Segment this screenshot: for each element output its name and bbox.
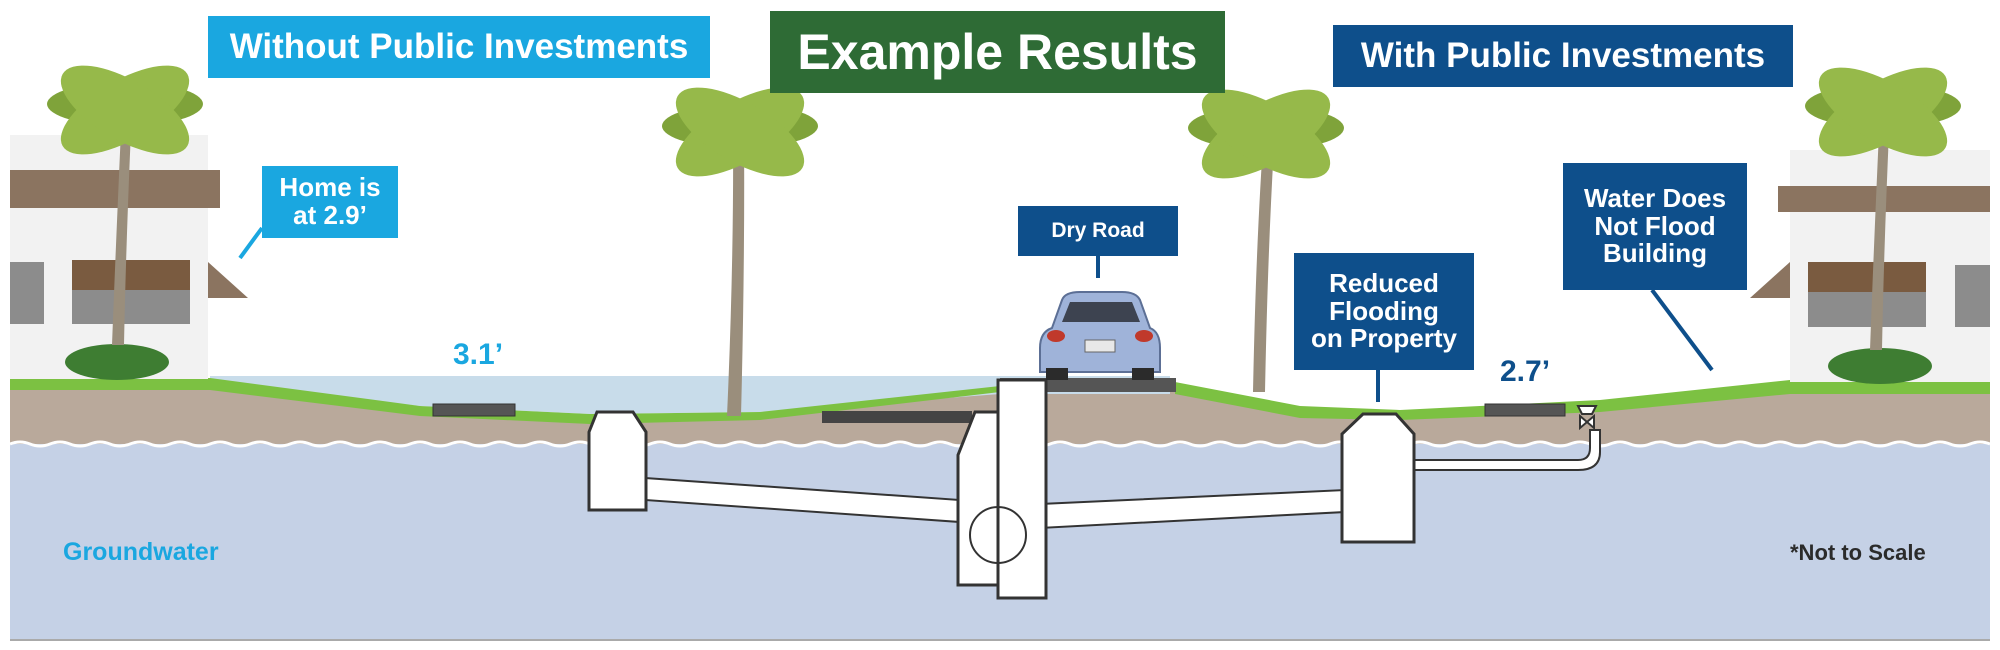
reduced-line1: Reduced — [1329, 267, 1439, 298]
scale-note: *Not to Scale — [1790, 540, 1926, 565]
backflow-valve — [1576, 405, 1598, 431]
reduced-flooding-callout: Reduced Flooding on Property — [1294, 253, 1474, 370]
palm-tree-right — [1805, 67, 1961, 350]
center-inlet-grate — [822, 411, 972, 423]
grass-strip — [10, 378, 1000, 424]
water-callout-leader — [1650, 288, 1714, 372]
left-house-roof — [10, 170, 220, 208]
groundwater-label: Groundwater — [63, 538, 219, 566]
reduced-line2: Flooding — [1329, 295, 1439, 326]
left-shrub — [65, 344, 169, 380]
palm-tree-center-left — [662, 87, 818, 416]
right-house-eave — [1750, 262, 1790, 298]
right-house-window-small — [1955, 265, 1990, 327]
right-inlet-grate — [1484, 403, 1566, 417]
right-shrub — [1828, 348, 1932, 384]
home-callout-line1: Home is — [279, 172, 381, 203]
dry-road-callout: Dry Road — [1018, 206, 1178, 256]
left-inlet-grate — [432, 403, 516, 417]
grass-strip-right — [1175, 380, 1990, 420]
right-house-awning — [1808, 262, 1926, 292]
water-line1: Water Does — [1583, 182, 1727, 213]
car-icon — [1039, 291, 1161, 380]
left-house-eave — [208, 262, 248, 298]
pump-station-right — [996, 378, 1048, 600]
with-investments-label: With Public Investments — [1333, 25, 1793, 87]
right-water-depth-label: 2.7’ — [1500, 355, 1551, 388]
home-callout-line2: at 2.9’ — [293, 200, 367, 230]
overflow-pipe — [1407, 429, 1601, 471]
left-house-awning — [72, 260, 190, 290]
reduced-line3: on Property — [1311, 323, 1457, 354]
pump-station-left — [956, 410, 1002, 587]
home-callout-leader — [238, 226, 264, 260]
page-title: Example Results — [770, 11, 1225, 93]
water-not-flood-callout: Water Does Not Flood Building — [1563, 163, 1747, 290]
water-line2: Not Flood — [1594, 210, 1716, 241]
left-catch-basin — [587, 410, 648, 512]
without-investments-label: Without Public Investments — [208, 16, 710, 78]
pump-icon — [969, 506, 1027, 564]
palm-tree-center-right — [1188, 89, 1344, 392]
palm-tree-left — [47, 65, 203, 345]
left-house-window-small — [10, 262, 44, 324]
right-catch-basin — [1340, 412, 1416, 544]
home-elevation-callout: Home is at 2.9’ — [262, 166, 398, 238]
water-line3: Building — [1603, 238, 1707, 269]
dry-road-text: Dry Road — [1051, 218, 1145, 242]
left-water-depth-label: 3.1’ — [453, 338, 504, 371]
